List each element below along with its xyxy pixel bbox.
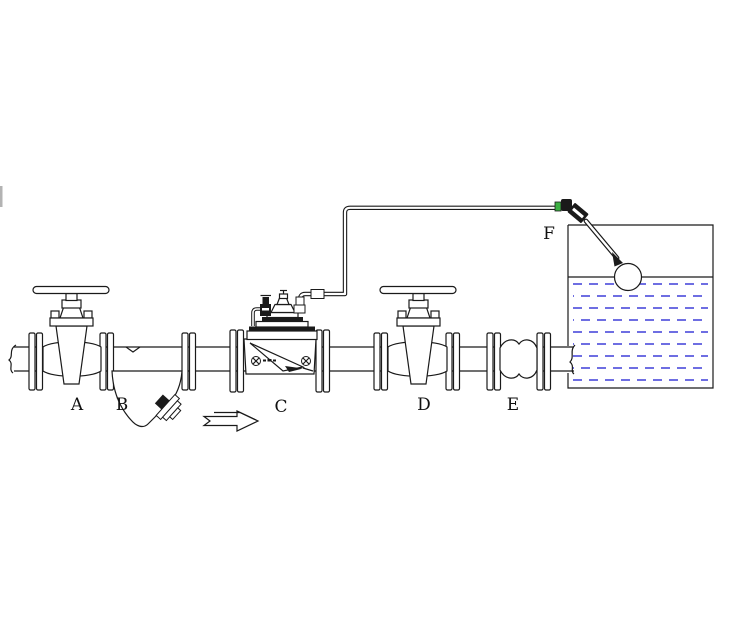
flange-pair [536,332,552,391]
flange-pair [99,332,115,391]
flange-joints [28,329,552,393]
flexible-coupling-e [499,339,538,379]
flange-pair [181,332,197,391]
handwheel [32,285,110,295]
label-c: C [274,397,287,417]
scan-artifact [0,186,3,207]
diaphragm-cover [246,289,318,341]
flange-pair [229,329,245,393]
flange-pair [373,332,389,391]
label-a: A [70,395,84,415]
bolt-cross [252,357,260,365]
flange-pair [28,332,44,391]
pipe-break-tank-entry [569,344,576,375]
valve-stem [65,292,78,302]
pipe-break-left [8,344,17,374]
green-fitting [554,201,562,212]
elbow-fitting [561,199,572,211]
valve-disc-tip [285,366,303,372]
bonnet-flange [49,317,94,327]
float-ball [613,262,643,292]
pilot-valve [251,294,271,326]
bellows-body [499,339,538,379]
label-d: D [417,395,431,415]
float-arm-inner [584,219,619,260]
brand-mark [263,359,276,362]
float-valve-f [554,199,643,292]
flange-pair [315,329,331,393]
bonnet-bolt [83,310,93,319]
bonnet-flange [396,317,441,327]
packing-gland [61,299,82,309]
strainer-blowoff-cap [154,393,182,422]
water-tank [567,224,714,389]
label-b: B [116,395,129,415]
component-labels: A B C D E F [70,224,555,417]
disc-line [302,367,314,372]
packing-gland [408,299,429,309]
gate-valve-a [32,285,110,385]
bonnet-bolt [430,310,440,319]
bolt-cross [302,357,310,365]
valve-head [567,203,589,223]
arm-connector [612,252,623,267]
bonnet-bolt [397,310,407,319]
gate-valve-d [379,285,457,385]
label-e: E [507,395,519,415]
valve-stem [412,292,425,302]
tank-walls [567,224,714,389]
water-dashes [573,283,708,381]
flange-pair [486,332,502,391]
label-f: F [543,224,555,244]
strainer-body [111,370,183,428]
control-valve-c [243,289,325,375]
tube-fittings [293,289,325,314]
flow-arrow-icon [202,410,260,432]
bonnet-bolt [50,310,60,319]
handwheel [379,285,457,295]
y-strainer-b [111,346,183,428]
strainer-top-notch [125,346,141,353]
flange-pair [445,332,461,391]
